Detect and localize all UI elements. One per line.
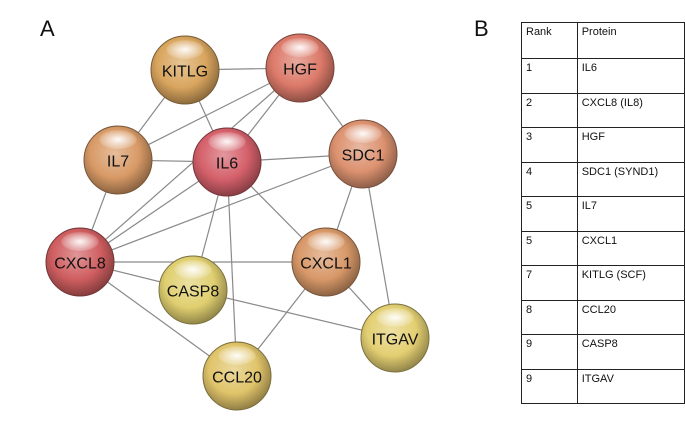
protein-cell: IL7 bbox=[576, 196, 685, 232]
node-label: CXCL8 bbox=[54, 256, 106, 273]
node-label: KITLG bbox=[162, 64, 208, 81]
rank-cell: 9 bbox=[521, 368, 578, 404]
node-gloss bbox=[166, 40, 204, 60]
rank-cell: 5 bbox=[521, 230, 578, 266]
node-gloss bbox=[208, 132, 246, 152]
rank-cell: 4 bbox=[521, 161, 578, 197]
header-rank: Rank bbox=[521, 22, 578, 59]
edge-casp8-itgav bbox=[192, 289, 396, 339]
protein-cell: IL6 bbox=[576, 58, 685, 94]
protein-cell: ITGAV bbox=[576, 368, 685, 404]
rank-cell: 3 bbox=[521, 127, 578, 163]
protein-cell: HGF bbox=[576, 127, 685, 163]
node-gloss bbox=[61, 232, 99, 252]
node-label: CCL20 bbox=[212, 370, 262, 387]
node-cxcl8: CXCL8 bbox=[45, 227, 115, 297]
edge-hgf-cxcl8 bbox=[79, 67, 301, 263]
rank-cell: 5 bbox=[521, 196, 578, 232]
node-gloss bbox=[99, 130, 137, 150]
node-gloss bbox=[281, 38, 319, 58]
node-kitlg: KITLG bbox=[150, 35, 220, 105]
node-gloss bbox=[218, 346, 256, 366]
node-label: IL6 bbox=[216, 156, 238, 173]
network-edges bbox=[79, 67, 396, 377]
edge-il6-ccl20 bbox=[226, 161, 238, 377]
node-casp8: CASP8 bbox=[158, 255, 228, 325]
node-label: CASP8 bbox=[167, 284, 220, 301]
node-sdc1: SDC1 bbox=[328, 119, 398, 189]
node-gloss bbox=[174, 260, 212, 280]
protein-cell: CCL20 bbox=[576, 299, 685, 335]
protein-cell: CXCL1 bbox=[576, 230, 685, 266]
node-il6: IL6 bbox=[192, 127, 262, 197]
panel-a-label: A bbox=[40, 16, 55, 41]
node-label: ITGAV bbox=[372, 332, 419, 349]
node-hgf: HGF bbox=[265, 33, 335, 103]
panel-b-label: B bbox=[474, 16, 489, 41]
edge-sdc1-cxcl8 bbox=[79, 153, 364, 263]
protein-cell: SDC1 (SYND1) bbox=[576, 161, 685, 197]
protein-cell: KITLG (SCF) bbox=[576, 265, 685, 301]
node-label: CXCL1 bbox=[300, 256, 352, 273]
protein-cell: CASP8 bbox=[576, 334, 685, 370]
node-itgav: ITGAV bbox=[360, 303, 430, 373]
node-label: SDC1 bbox=[342, 148, 385, 165]
node-gloss bbox=[344, 124, 382, 144]
rank-cell: 2 bbox=[521, 92, 578, 128]
rank-cell: 9 bbox=[521, 334, 578, 370]
node-gloss bbox=[376, 308, 414, 328]
node-gloss bbox=[307, 232, 345, 252]
node-ccl20: CCL20 bbox=[202, 341, 272, 411]
node-il7: IL7 bbox=[83, 125, 153, 195]
rank-cell: 7 bbox=[521, 265, 578, 301]
protein-cell: CXCL8 (IL8) bbox=[576, 92, 685, 128]
rank-cell: 8 bbox=[521, 299, 578, 335]
rank-cell: 1 bbox=[521, 58, 578, 94]
node-label: HGF bbox=[283, 62, 317, 79]
node-label: IL7 bbox=[107, 154, 129, 171]
table-header-row: Rank Protein bbox=[521, 22, 685, 59]
header-protein: Protein bbox=[576, 22, 685, 59]
node-cxcl1: CXCL1 bbox=[291, 227, 361, 297]
